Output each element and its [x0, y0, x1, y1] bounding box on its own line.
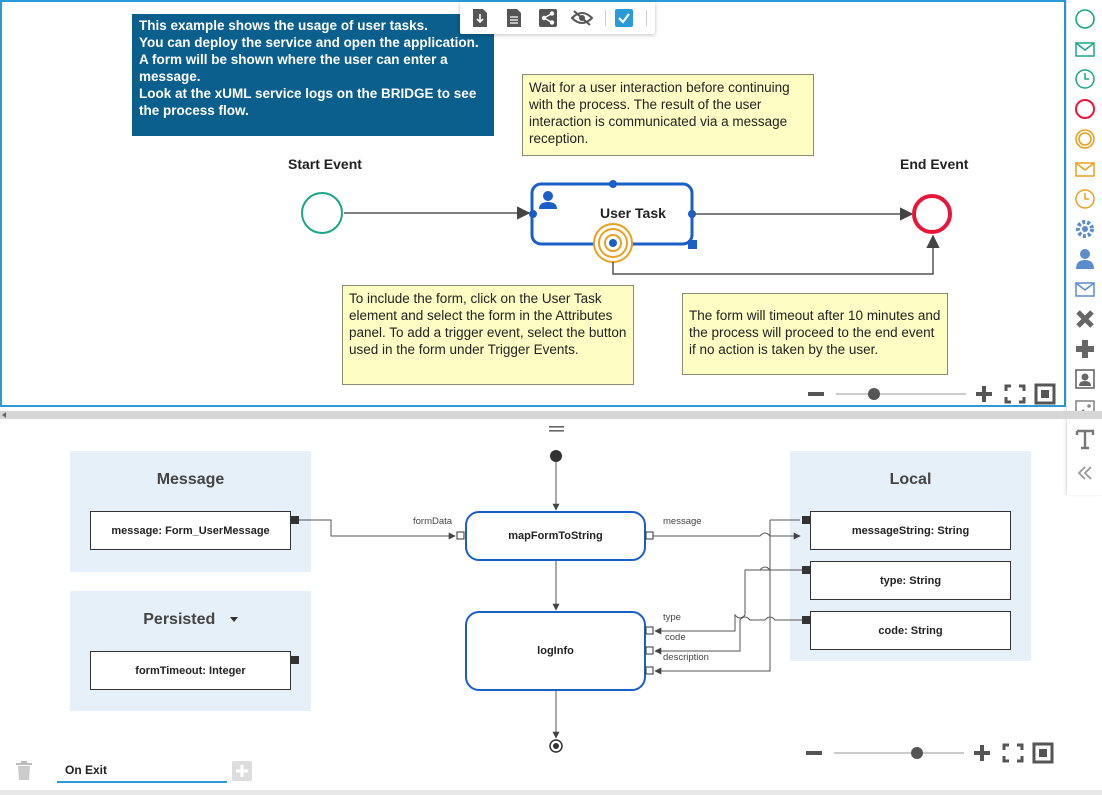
connection-point-right[interactable] — [688, 210, 696, 218]
fit-view-icon[interactable] — [1034, 383, 1056, 405]
persisted-title-text: Persisted — [143, 611, 216, 628]
timeout-note[interactable]: The form will timeout after 10 minutes a… — [682, 293, 948, 375]
sequence-flow-timeout[interactable] — [612, 234, 940, 275]
label-type: type — [663, 612, 681, 623]
process-canvas[interactable]: This example shows the usage of user tas… — [0, 0, 1066, 407]
connector-description[interactable] — [654, 520, 771, 675]
start-event-icon[interactable] — [1073, 7, 1097, 31]
timer-intermediate-icon[interactable] — [1073, 187, 1097, 211]
local-group-title: Local — [889, 471, 932, 488]
zoom-out-button[interactable] — [806, 751, 822, 755]
timer-start-icon[interactable] — [1073, 67, 1097, 91]
end-event-icon[interactable] — [1073, 97, 1097, 121]
connector-type[interactable] — [655, 566, 802, 631]
message-attribute[interactable]: message: Form_UserMessage — [90, 511, 291, 550]
boundary-timer-event[interactable] — [593, 223, 633, 263]
connection-point-left[interactable] — [529, 210, 537, 218]
checkbox-checked-icon[interactable] — [612, 7, 636, 29]
image-person-icon[interactable] — [1073, 367, 1097, 391]
service-task-icon[interactable] — [1073, 217, 1097, 241]
user-task-label: User Task — [600, 205, 666, 221]
message-group-title: Message — [156, 471, 225, 488]
zoom-controls-top — [808, 383, 1056, 405]
hide-icon[interactable] — [570, 7, 594, 29]
zoom-slider-handle[interactable] — [868, 388, 880, 400]
connector-form-data[interactable] — [299, 519, 456, 540]
message-start-icon[interactable] — [1073, 37, 1097, 61]
add-tab-button[interactable] — [232, 761, 252, 781]
label-description: description — [663, 652, 709, 663]
connector-message[interactable] — [653, 532, 801, 540]
zoom-controls-bottom — [806, 742, 1054, 764]
download-icon[interactable] — [468, 7, 492, 29]
splitter-grip-icon[interactable] — [549, 426, 564, 432]
start-event[interactable] — [301, 192, 343, 234]
log-info-node[interactable]: logInfo — [465, 611, 646, 691]
toolbar-divider — [605, 10, 606, 26]
mapping-connectors — [291, 450, 1054, 764]
label-message: message — [663, 516, 702, 527]
persisted-group-title[interactable]: Persisted — [70, 611, 311, 629]
fit-view-icon[interactable] — [1032, 742, 1054, 764]
process-diagram — [301, 180, 952, 275]
tab-on-exit[interactable]: On Exit — [65, 763, 108, 777]
chevron-down-icon[interactable] — [229, 617, 238, 623]
intermediate-event-icon[interactable] — [1073, 127, 1097, 151]
message-intermediate-icon[interactable] — [1073, 157, 1097, 181]
fullscreen-icon[interactable] — [1002, 743, 1024, 763]
parallel-gateway-icon[interactable] — [1073, 337, 1097, 361]
form-note[interactable]: To include the form, click on the User T… — [342, 285, 634, 385]
map-form-to-string-node[interactable]: mapFormToString — [465, 511, 646, 561]
type-attribute[interactable]: type: String — [810, 561, 1011, 600]
resize-handle[interactable] — [688, 240, 697, 249]
diagram-toolbar — [460, 2, 655, 34]
zoom-in-button[interactable] — [976, 386, 992, 402]
code-attribute[interactable]: code: String — [810, 611, 1011, 650]
end-event[interactable] — [912, 194, 952, 234]
element-palette — [1066, 0, 1102, 495]
intro-note[interactable]: This example shows the usage of user tas… — [132, 14, 494, 136]
panel-splitter[interactable] — [0, 411, 1102, 419]
zoom-in-button[interactable] — [974, 745, 990, 761]
toolbar-divider — [646, 10, 647, 26]
send-task-icon[interactable] — [1073, 277, 1097, 301]
user-task-icon[interactable] — [1073, 247, 1097, 271]
wait-note[interactable]: Wait for a user interaction before conti… — [522, 74, 814, 156]
share-icon[interactable] — [536, 7, 560, 29]
zoom-slider-handle[interactable] — [911, 747, 923, 759]
message-string-attribute[interactable]: messageString: String — [810, 511, 1011, 550]
text-icon[interactable] — [1073, 427, 1097, 451]
user-icon — [539, 191, 557, 209]
collapse-icon[interactable] — [1073, 461, 1097, 485]
trash-icon[interactable] — [16, 761, 32, 785]
start-event-label: Start Event — [288, 156, 362, 172]
plus-icon — [236, 765, 248, 777]
mapping-start-node[interactable] — [550, 450, 562, 462]
mapping-end-node[interactable] — [549, 739, 563, 753]
label-code: code — [665, 632, 686, 643]
connection-point-top[interactable] — [609, 180, 617, 188]
fullscreen-icon[interactable] — [1004, 384, 1026, 404]
connector-code[interactable] — [654, 616, 802, 655]
document-icon[interactable] — [502, 7, 526, 29]
end-event-label: End Event — [900, 156, 969, 172]
label-form-data: formData — [413, 516, 453, 527]
exclusive-gateway-icon[interactable] — [1073, 307, 1097, 331]
bottom-scrollbar[interactable] — [0, 790, 1102, 795]
tab-active-indicator — [57, 781, 227, 783]
form-timeout-attribute[interactable]: formTimeout: Integer — [90, 651, 291, 690]
zoom-out-button[interactable] — [808, 392, 824, 396]
splitter-left-arrow-icon[interactable] — [2, 412, 6, 418]
